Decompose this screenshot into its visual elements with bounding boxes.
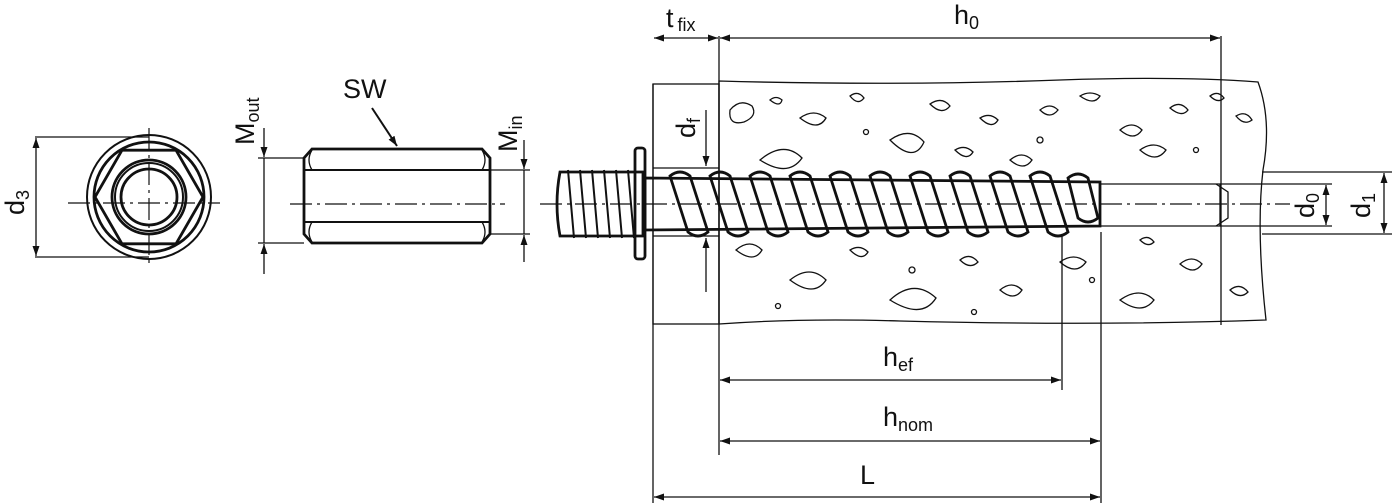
dimension-lines — [654, 34, 1392, 503]
df-label: df — [671, 117, 704, 138]
L-label: L — [860, 460, 875, 490]
hex-coupling-side-view — [258, 107, 530, 274]
d3-label: d3 — [0, 190, 33, 215]
h-nom-label: hnom — [883, 402, 933, 435]
concrete-block — [652, 36, 1268, 503]
concrete-aggregate-texture — [729, 92, 1253, 316]
anchor-bolt — [540, 146, 1290, 261]
h0-label: h0 — [954, 0, 979, 33]
d1-label: d1 — [1346, 193, 1379, 218]
d0-label: d0 — [1290, 193, 1323, 218]
m-in-label: Min — [493, 115, 526, 152]
h-ef-label: hef — [883, 342, 914, 375]
sw-label: SW — [343, 74, 387, 104]
m-out-label: Mout — [230, 97, 263, 145]
hex-nut-end-view — [32, 128, 220, 268]
